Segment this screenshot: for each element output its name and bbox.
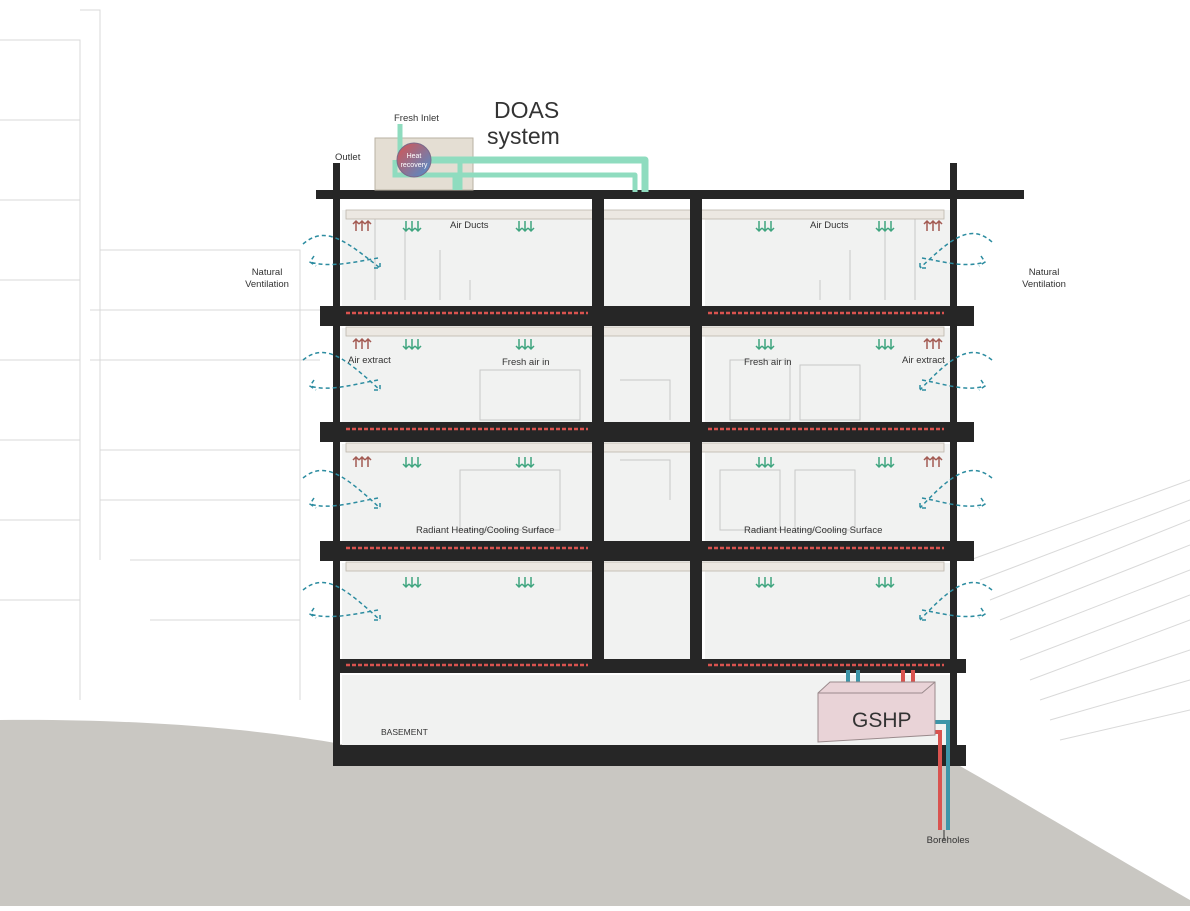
air-extract-label-left: Air extract	[348, 355, 391, 366]
boreholes-label: Boreholes	[927, 835, 970, 846]
extract-up-arrows-icon	[353, 221, 371, 231]
extract-up-arrows-icon	[924, 221, 942, 231]
fresh-air-down-arrows-icon	[756, 457, 774, 467]
heat-recovery-label-line2: recovery	[401, 162, 428, 169]
fresh-air-down-arrows-icon	[403, 339, 421, 349]
natural-ventilation-left-line2: Ventilation	[245, 279, 289, 290]
fresh-air-down-arrows-icon	[516, 457, 534, 467]
fresh-air-down-arrows-icon	[756, 577, 774, 587]
gshp-label: GSHP	[852, 709, 912, 732]
radiant-surface-label-left: Radiant Heating/Cooling Surface	[416, 525, 554, 536]
natural-ventilation-right-line1: Natural	[1029, 267, 1060, 278]
extract-up-arrows-icon	[353, 457, 371, 467]
extract-up-arrows-icon	[924, 457, 942, 467]
extract-up-arrows-icon	[924, 339, 942, 349]
fresh-inlet-label: Fresh Inlet	[394, 113, 439, 124]
radiant-surface-label-right: Radiant Heating/Cooling Surface	[744, 525, 882, 536]
fresh-air-down-arrows-icon	[516, 577, 534, 587]
fresh-air-down-arrows-icon	[876, 221, 894, 231]
basement-label: BASEMENT	[381, 727, 428, 737]
natural-ventilation-right-line2: Ventilation	[1022, 279, 1066, 290]
doas-title-line2: system	[487, 123, 560, 149]
heat-recovery-icon	[397, 143, 431, 177]
outlet-label: Outlet	[335, 152, 361, 163]
fresh-air-down-arrows-icon	[516, 339, 534, 349]
air-ducts-label-right: Air Ducts	[810, 220, 849, 231]
fresh-air-down-arrows-icon	[876, 457, 894, 467]
extract-up-arrows-icon	[353, 339, 371, 349]
natural-ventilation-left-line1: Natural	[252, 267, 283, 278]
fresh-air-down-arrows-icon	[876, 339, 894, 349]
fresh-air-down-arrows-icon	[516, 221, 534, 231]
heat-recovery-label-line1: Heat	[407, 153, 422, 160]
air-ducts-label-left: Air Ducts	[450, 220, 489, 231]
fresh-air-down-arrows-icon	[756, 221, 774, 231]
doas-title-line1: DOAS	[494, 97, 559, 123]
fresh-air-down-arrows-icon	[403, 221, 421, 231]
fresh-air-in-label-left: Fresh air in	[502, 357, 550, 368]
fresh-air-down-arrows-icon	[403, 457, 421, 467]
air-extract-label-right: Air extract	[902, 355, 945, 366]
fresh-air-down-arrows-icon	[876, 577, 894, 587]
fresh-air-down-arrows-icon	[403, 577, 421, 587]
fresh-air-down-arrows-icon	[756, 339, 774, 349]
fresh-air-in-label-right: Fresh air in	[744, 357, 792, 368]
